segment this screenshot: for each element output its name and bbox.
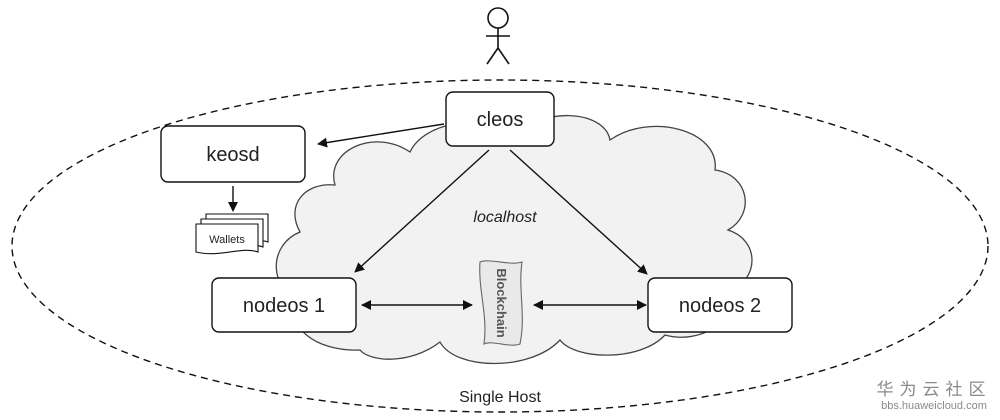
- keosd-node: keosd: [160, 125, 306, 183]
- cleos-node: cleos: [445, 91, 555, 147]
- single-host-boundary: [11, 79, 989, 413]
- watermark-title: 华为云社区: [877, 380, 992, 400]
- wallets-label: Wallets: [209, 234, 245, 246]
- cleos-label: cleos: [477, 109, 524, 131]
- watermark-url: bbs.huaweicloud.com: [881, 400, 987, 412]
- blockchain-label: Blockchain: [494, 268, 509, 337]
- nodeos2-node: nodeos 2: [647, 277, 793, 333]
- keosd-label: keosd: [206, 144, 259, 166]
- arrow-cleos-to-keosd: [317, 123, 445, 148]
- single-host-label: Single Host: [459, 389, 541, 406]
- nodeos1-node: nodeos 1: [211, 277, 357, 333]
- user-icon: [486, 7, 510, 65]
- localhost-label: localhost: [473, 209, 537, 226]
- blockchain-scroll: Blockchain: [479, 260, 523, 346]
- nodeos2-label: nodeos 2: [679, 295, 761, 317]
- wallets-icon: [195, 213, 269, 255]
- arrow-cleos-to-nodeos1: [354, 149, 490, 273]
- nodeos1-label: nodeos 1: [243, 295, 325, 317]
- arrow-cleos-to-nodeos2: [509, 149, 648, 275]
